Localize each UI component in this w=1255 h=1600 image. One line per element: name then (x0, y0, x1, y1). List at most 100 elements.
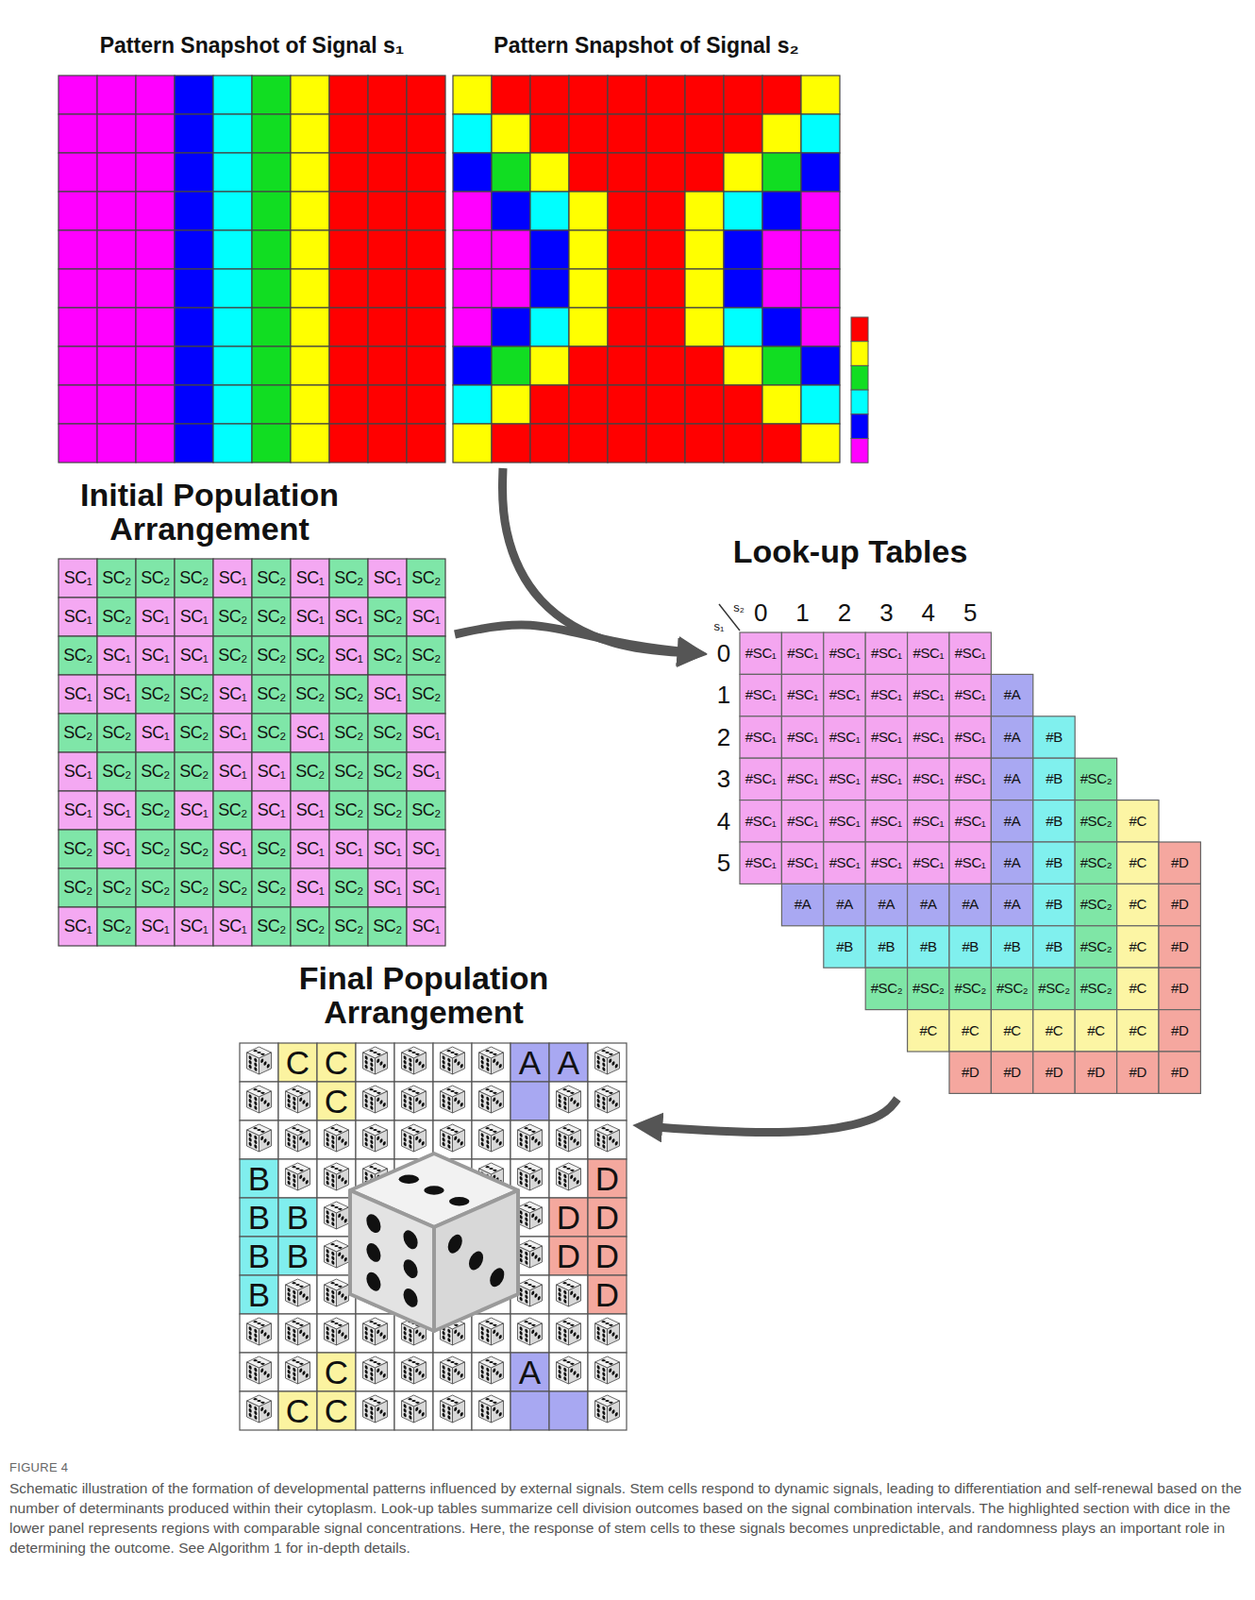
die-pip (524, 1143, 528, 1150)
die-pip (481, 1368, 485, 1374)
signal-cell (406, 152, 446, 192)
die-pip (287, 1093, 291, 1100)
die-pip (460, 1062, 464, 1069)
population-cell (58, 674, 98, 714)
die-pip (485, 1138, 489, 1145)
die-face (336, 1168, 350, 1190)
signal-cell (251, 346, 291, 385)
signal-cell (406, 423, 446, 463)
dice-icon (363, 1317, 388, 1345)
die-pip (403, 1097, 407, 1104)
die-pip (485, 1375, 489, 1382)
die-face (324, 1206, 337, 1229)
die-face (491, 1052, 504, 1074)
die-face (556, 1361, 569, 1384)
die-pip (602, 1409, 605, 1416)
panel-heading: Pattern Snapshot of Signal s₁ (54, 33, 450, 57)
die-pip (331, 1250, 335, 1256)
die-pip (499, 1062, 502, 1069)
die-pip (365, 1368, 369, 1374)
die-pip (485, 1371, 489, 1377)
population-cell (329, 906, 369, 946)
die-pip (287, 1097, 291, 1104)
signal-cell (530, 268, 569, 308)
die-pip (260, 1328, 264, 1335)
die-face (607, 1090, 620, 1113)
lookup-cell (739, 757, 782, 800)
die-pip (305, 1333, 309, 1339)
cell-type-label: SC₁ (290, 829, 330, 869)
die-face (324, 1129, 337, 1152)
die-pip (369, 1332, 373, 1339)
cell-type-label: SC₁ (174, 597, 214, 636)
population-cell (406, 752, 446, 791)
population-cell (278, 1390, 318, 1430)
die-pip (403, 1140, 407, 1147)
die-face (363, 1129, 376, 1152)
die-pip (602, 1371, 605, 1377)
die-pip (481, 1054, 485, 1061)
die-pip (403, 1406, 407, 1413)
initial-population-grid (58, 558, 446, 946)
die-pip (447, 1337, 451, 1343)
signal-cell (530, 307, 569, 347)
signal-cell (568, 75, 608, 115)
dice-icon (595, 1394, 620, 1423)
die-pip (608, 1405, 612, 1412)
lookup-outcome: #B (1033, 841, 1075, 884)
die-pip (344, 1217, 348, 1223)
die-face (298, 1090, 311, 1113)
die-pip (301, 1331, 305, 1338)
population-cell (329, 558, 369, 598)
lookup-cell (865, 967, 907, 1009)
die-pip (603, 1399, 610, 1403)
lookup-outcome: #SC₁ (865, 716, 907, 758)
die-pip (445, 1087, 452, 1091)
dice-icon (518, 1317, 543, 1345)
signal-cell (97, 346, 136, 385)
die-pip (292, 1100, 296, 1106)
lookup-outcome: #SC₁ (865, 841, 907, 884)
lookup-outcome: #SC₁ (907, 841, 950, 884)
die-pip (492, 1405, 496, 1412)
die-pip (597, 1334, 601, 1340)
population-cell (587, 1081, 627, 1121)
die-pip (519, 1213, 523, 1220)
die-face (324, 1245, 337, 1268)
die-pip (263, 1331, 267, 1338)
die-pip (597, 1136, 601, 1142)
signal-cell (685, 75, 724, 115)
die-pip (495, 1331, 499, 1338)
die-pip (263, 1137, 267, 1144)
lookup-outcome: #A (823, 883, 866, 925)
die-pip (519, 1329, 523, 1336)
lookup-cell (990, 925, 1033, 968)
lookup-cell (865, 632, 907, 674)
lookup-cell (1033, 716, 1075, 758)
die-face (401, 1052, 415, 1074)
lookup-outcome: #D (1158, 841, 1201, 884)
die-pip (563, 1143, 567, 1150)
population-cell (510, 1120, 550, 1159)
die-pip (365, 1364, 369, 1371)
die-face (259, 1052, 272, 1074)
panel-heading: Look-up Tables (707, 534, 993, 569)
population-cell (213, 868, 252, 907)
die-face (298, 1129, 311, 1152)
die-pip (249, 1411, 252, 1418)
die-pip (255, 1128, 262, 1132)
population-cell (471, 1352, 511, 1391)
lookup-cell (1033, 800, 1075, 842)
die-pip (255, 1399, 262, 1403)
die-pip (456, 1099, 460, 1105)
dice-icon (440, 1046, 466, 1074)
cell-type-label: SC₁ (213, 752, 252, 791)
cell-type-label: SC₁ (406, 752, 446, 791)
cell-type-label: SC₂ (251, 829, 291, 869)
population-cell (329, 635, 369, 675)
lookup-outcome: #D (1158, 883, 1201, 925)
die-pip (340, 1176, 344, 1183)
die-pip (403, 1403, 407, 1409)
die-pip (287, 1140, 291, 1147)
die-pip (263, 1408, 267, 1415)
